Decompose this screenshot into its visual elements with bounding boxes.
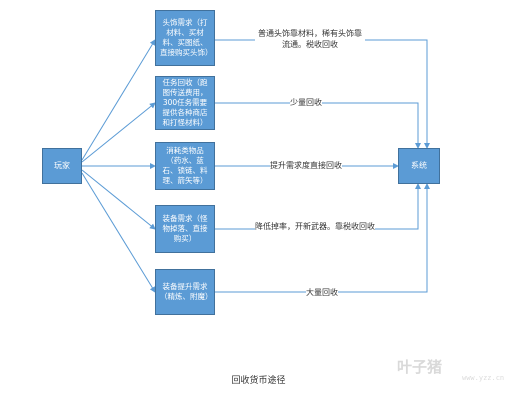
node-system: 系统	[398, 148, 440, 184]
node-player: 玩家	[42, 148, 82, 184]
edge-player-to-demand-1	[81, 39, 156, 161]
node-equipment-demand-label: 装备需求（怪物掉落、直接购买）	[162, 214, 208, 243]
node-player-label: 玩家	[54, 161, 70, 170]
watermark-logo: 叶子猪	[397, 358, 443, 376]
node-quest-recycle-label: 任务回收（跑图传送费用，300任务需要提供各种商店和打怪材料）	[162, 78, 208, 127]
edge-label-equipment: 降低掉率，开新武器。靠税收回收	[255, 221, 375, 232]
edge-label-headwear: 普通头饰靠材料，稀有头饰靠流通。税收回收	[255, 28, 365, 50]
edge-demand-1-to-system	[215, 39, 430, 149]
node-consumables-label: 消耗类物品（药水、蓝石、锁链、料理、箭矢等）	[162, 146, 208, 185]
edge-player-to-demand-4	[81, 169, 156, 230]
edge-label-quest: 少量回收	[290, 97, 322, 108]
edge-player-to-demand-5	[81, 172, 156, 293]
edge-demand-2-to-system	[215, 102, 421, 149]
edge-player-to-demand-2	[81, 102, 156, 163]
node-system-label: 系统	[411, 161, 427, 170]
node-headwear-demand-label: 头饰需求（打材料、买材料、买图纸、直接购买头饰）	[160, 18, 213, 57]
node-equipment-upgrade-label: 装备提升需求（精炼、附魔）	[160, 282, 213, 301]
node-consumables: 消耗类物品（药水、蓝石、锁链、料理、箭矢等）	[155, 142, 215, 190]
node-quest-recycle: 任务回收（跑图传送费用，300任务需要提供各种商店和打怪材料）	[155, 76, 215, 130]
node-headwear-demand: 头饰需求（打材料、买材料、买图纸、直接购买头饰）	[155, 10, 215, 66]
node-equipment-demand: 装备需求（怪物掉落、直接购买）	[155, 205, 215, 253]
node-equipment-upgrade: 装备提升需求（精炼、附魔）	[155, 269, 215, 315]
edge-demand-5-to-system	[215, 183, 430, 293]
diagram-caption: 回收货币途径	[231, 376, 286, 386]
edge-label-consumables: 提升需求度直接回收	[270, 160, 342, 171]
watermark-url: www.yzz.cn	[462, 374, 505, 382]
edge-label-upgrade: 大量回收	[306, 287, 338, 298]
